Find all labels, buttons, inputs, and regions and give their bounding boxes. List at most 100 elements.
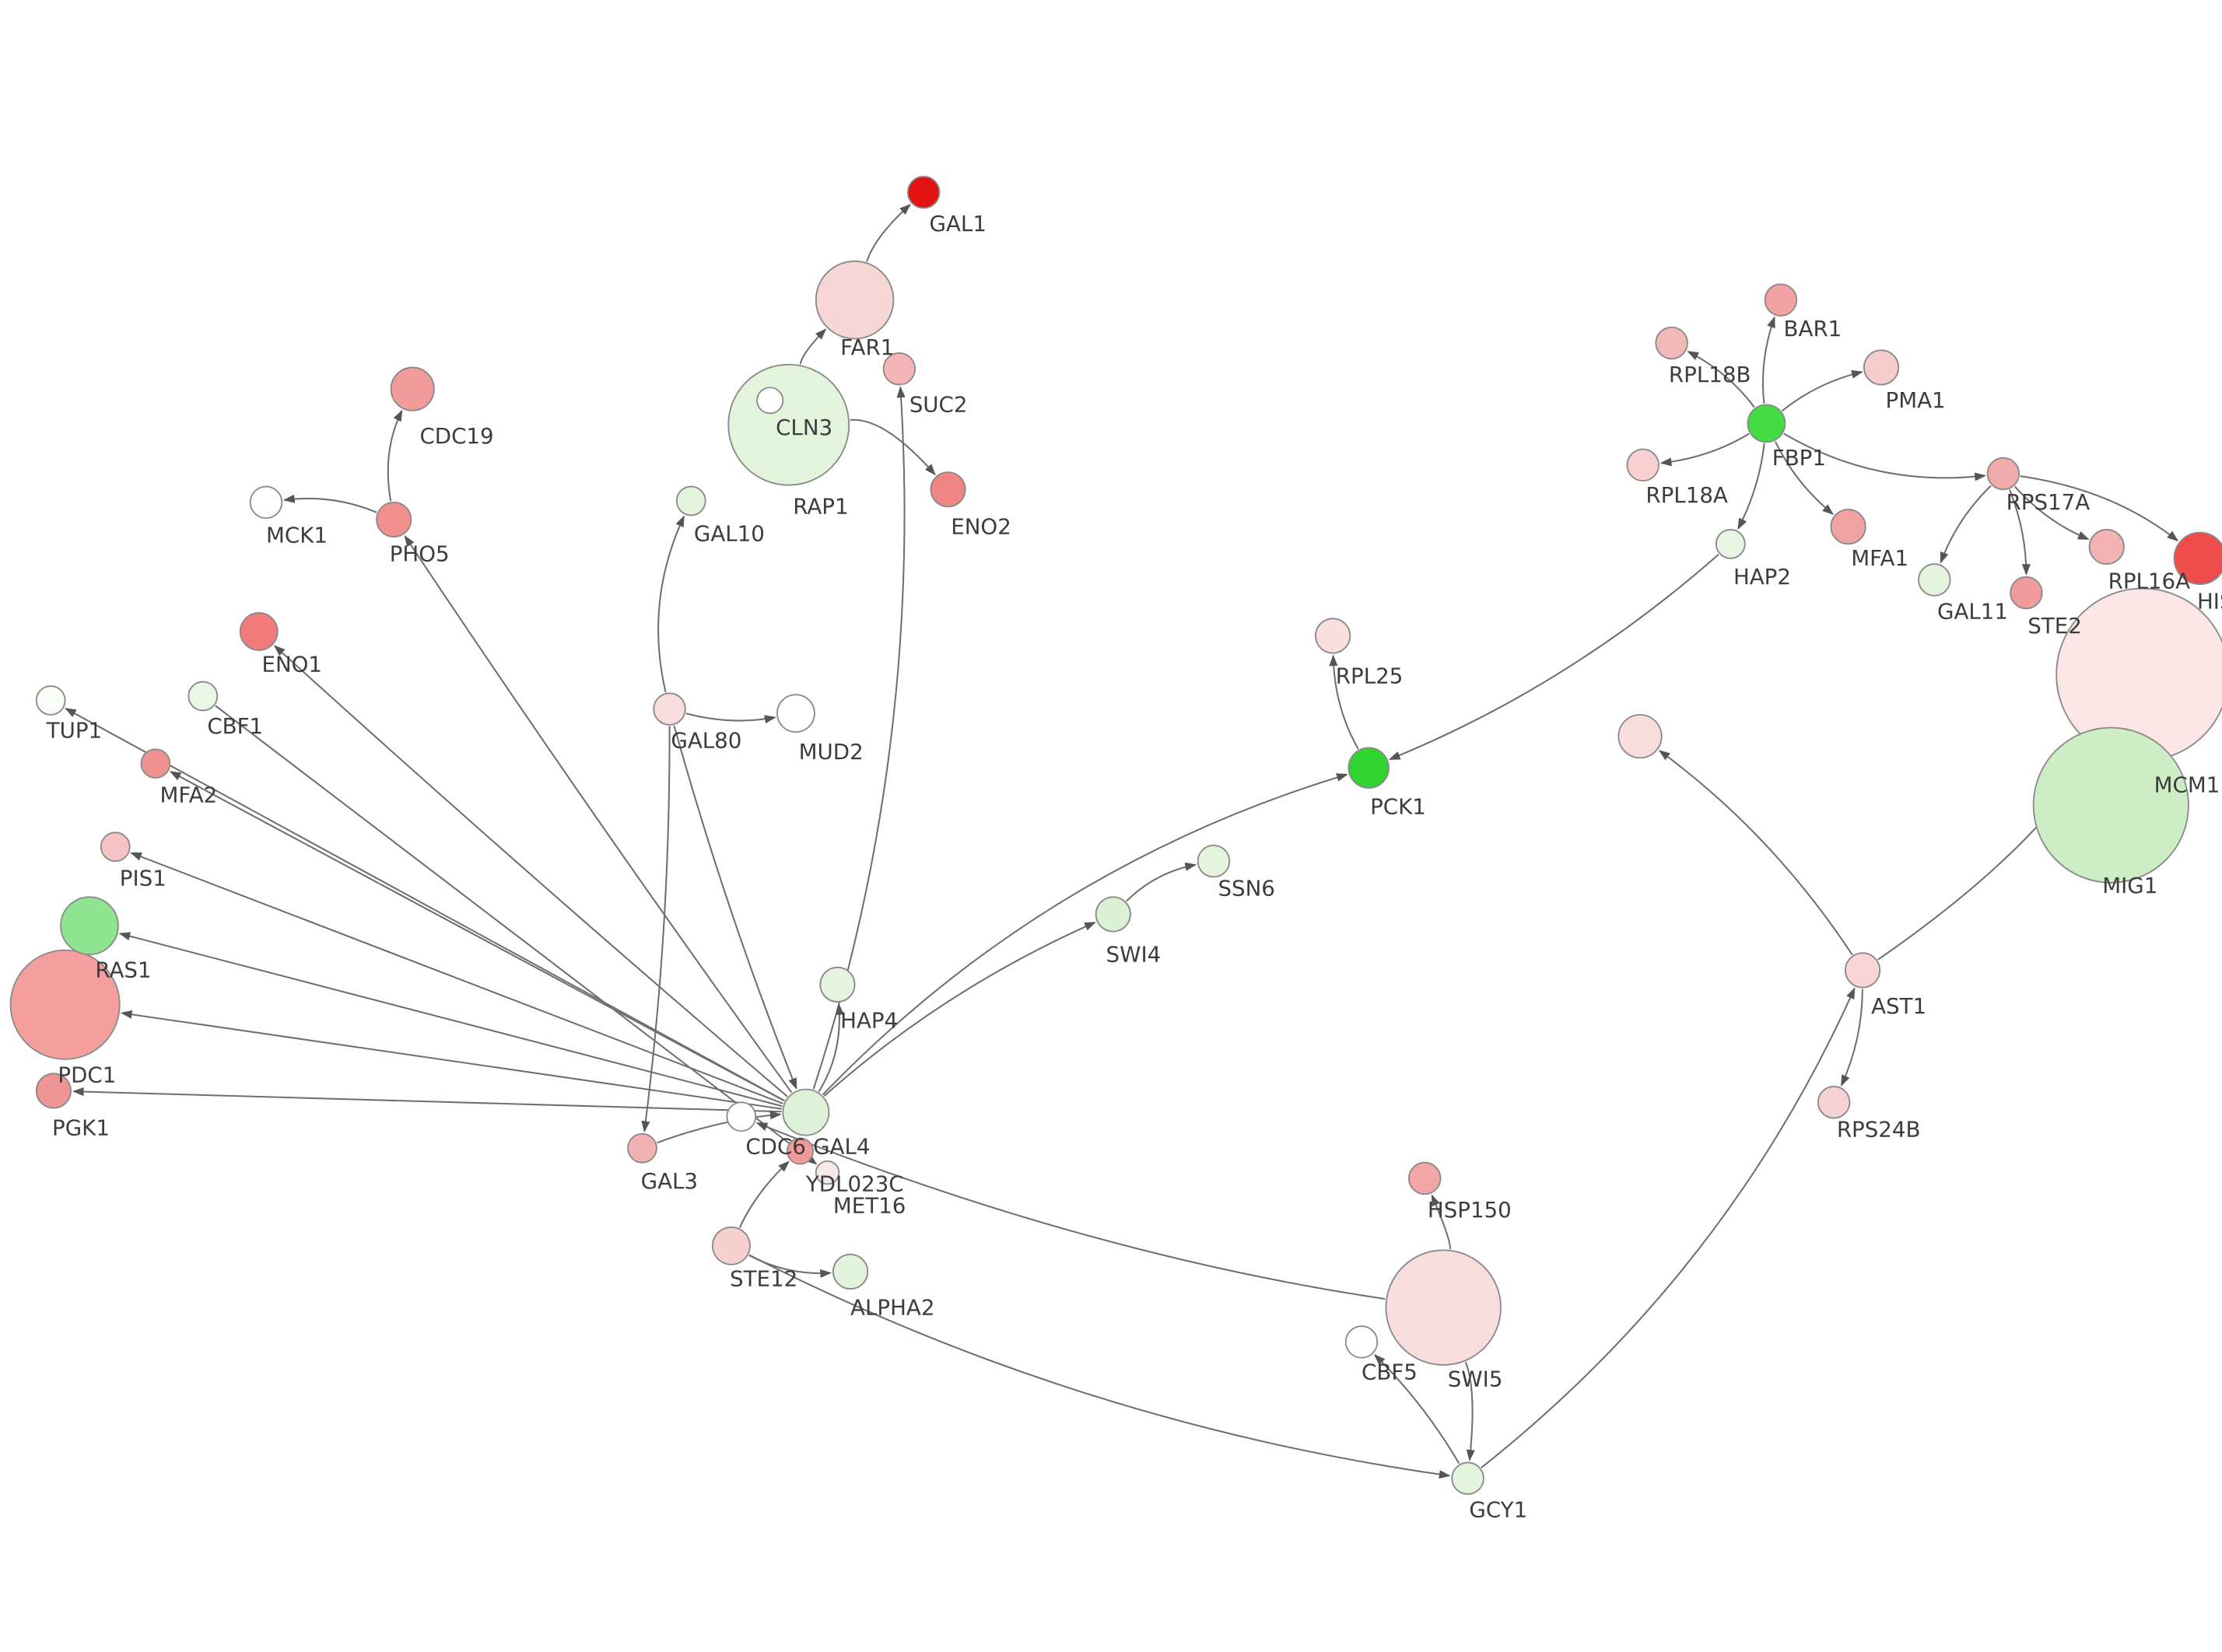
edge-FBP1-PMA1[interactable] xyxy=(1781,369,1863,412)
node-FBP1[interactable] xyxy=(1747,404,1786,443)
edge-RPS17A-STE2[interactable] xyxy=(2009,489,2031,576)
node-RPL16A[interactable] xyxy=(2088,529,2125,565)
edge-GCY1-AST1[interactable] xyxy=(1481,987,1856,1468)
node-HSP150[interactable] xyxy=(1407,1161,1442,1195)
node-CLN3[interactable] xyxy=(756,387,784,415)
edge-PHO5-CDC19[interactable] xyxy=(387,409,403,502)
node-PCK1[interactable] xyxy=(1348,747,1390,789)
node-MCK1[interactable] xyxy=(249,485,283,520)
edge-SWI5-HSP150[interactable] xyxy=(1431,1194,1451,1250)
node-ALPHA2[interactable] xyxy=(832,1253,869,1290)
node-ENO1[interactable] xyxy=(239,612,279,651)
node-RPL18A[interactable] xyxy=(1626,448,1659,482)
node-label-GAL4: GAL4 xyxy=(813,1134,870,1160)
node-MET16[interactable] xyxy=(815,1160,840,1185)
node-MIG1[interactable] xyxy=(2032,726,2189,884)
node-MUD2[interactable] xyxy=(776,694,815,733)
edge-GAL80-GAL10[interactable] xyxy=(657,515,685,693)
node-TUP1[interactable] xyxy=(35,685,66,716)
edge-RPS17A-RPL16A[interactable] xyxy=(2013,485,2090,541)
node-SWI4[interactable] xyxy=(1095,896,1131,933)
node-GAL10[interactable] xyxy=(675,485,706,516)
edge-GAL4-PHO5[interactable] xyxy=(404,535,793,1094)
edge-CBF1-MET16[interactable] xyxy=(215,705,818,1165)
edge-RAP1-FAR1[interactable] xyxy=(799,328,827,365)
edge-GAL4-RAS1[interactable] xyxy=(118,932,783,1108)
node-CDC6[interactable] xyxy=(726,1101,757,1132)
edge-GAL4-PGK1[interactable] xyxy=(72,1087,782,1113)
edge-GAL4-PCK1[interactable] xyxy=(822,773,1348,1096)
edge-FBP1-RPL18A[interactable] xyxy=(1659,432,1750,467)
node-GAL1[interactable] xyxy=(906,176,941,209)
edge-FAR1-GAL1[interactable] xyxy=(866,204,911,262)
node-RAS1[interactable] xyxy=(60,896,119,956)
edge-STE12-YDL023C[interactable] xyxy=(738,1160,790,1228)
node-MFA2[interactable] xyxy=(140,748,171,779)
node-PHO5[interactable] xyxy=(376,501,412,538)
node-GCY1[interactable] xyxy=(1451,1461,1484,1495)
node-RPL25[interactable] xyxy=(1315,618,1351,654)
node-RPS17A[interactable] xyxy=(1986,457,2020,491)
node-RPL18B[interactable] xyxy=(1655,326,1688,360)
edge-HAP2-PCK1[interactable] xyxy=(1388,554,1719,761)
edge-SWI5-GCY1[interactable] xyxy=(1464,1361,1475,1461)
node-SUC2[interactable] xyxy=(882,352,916,386)
node-label-PGK1: PGK1 xyxy=(52,1115,110,1141)
node-label-RPS17A: RPS17A xyxy=(2006,489,2091,515)
node-FAR1[interactable] xyxy=(815,260,895,340)
edge-GAL4-PDC1[interactable] xyxy=(120,1010,783,1110)
edge-FBP1-BAR1[interactable] xyxy=(1762,316,1775,404)
edge-GCY1-CBF5[interactable] xyxy=(1373,1353,1460,1465)
edge-PCK1-RPL25[interactable] xyxy=(1329,654,1359,750)
edge-GAL4-TUP1[interactable] xyxy=(64,708,785,1102)
edge-AST1-RPS24B[interactable] xyxy=(1840,989,1863,1087)
edge-PHO5-MCK1[interactable] xyxy=(282,494,377,513)
edge-GAL80-MUD2[interactable] xyxy=(685,712,776,724)
node-GAL80[interactable] xyxy=(653,692,686,726)
node-PIS1[interactable] xyxy=(100,831,131,863)
node-PDC1[interactable] xyxy=(9,949,121,1060)
node-CBF5[interactable] xyxy=(1344,1325,1379,1359)
edge-AST1-UNLABELED[interactable] xyxy=(1658,750,1853,956)
node-HAP2[interactable] xyxy=(1715,529,1746,559)
node-GAL11[interactable] xyxy=(1918,563,1951,597)
node-GAL3[interactable] xyxy=(627,1132,657,1164)
node-PMA1[interactable] xyxy=(1863,349,1900,386)
edge-GAL4-PIS1[interactable] xyxy=(130,852,783,1104)
node-HAP4[interactable] xyxy=(819,966,856,1003)
node-CBF1[interactable] xyxy=(188,681,219,712)
node-STE2[interactable] xyxy=(2010,576,2043,610)
node-AST1[interactable] xyxy=(1844,952,1881,989)
edge-FBP1-HAP2[interactable] xyxy=(1737,443,1765,530)
node-BAR1[interactable] xyxy=(1764,283,1798,317)
edge-RPS17A-GAL11[interactable] xyxy=(1940,485,1992,564)
edge-STE12-GCY1[interactable] xyxy=(748,1254,1451,1479)
node-MFA1[interactable] xyxy=(1830,509,1866,545)
edge-GAL4-SWI4[interactable] xyxy=(823,922,1096,1097)
edge-SWI5-CDC6[interactable] xyxy=(755,1122,1386,1300)
edge-SWI4-SSN6[interactable] xyxy=(1126,862,1197,902)
node-ENO2[interactable] xyxy=(930,471,966,508)
node-YDL023C[interactable] xyxy=(786,1137,815,1165)
edge-GAL4-HAP4[interactable] xyxy=(818,1003,844,1093)
edge-GAL80-GAL3[interactable] xyxy=(641,726,671,1133)
edge-GAL80-GAL4[interactable] xyxy=(673,725,797,1090)
node-PGK1[interactable] xyxy=(35,1073,72,1109)
edge-RAP1-ENO2[interactable] xyxy=(850,418,936,476)
edge-GAL3-GAL4[interactable] xyxy=(657,1111,782,1144)
node-SSN6[interactable] xyxy=(1197,844,1231,878)
edge-GAL4-ENO1[interactable] xyxy=(273,645,788,1097)
node-GAL4[interactable] xyxy=(782,1088,830,1136)
edge-GAL4-MFA2[interactable] xyxy=(169,771,785,1102)
edge-FBP1-RPS17A[interactable] xyxy=(1783,432,1986,481)
node-SWI5[interactable] xyxy=(1385,1249,1502,1366)
node-RPS24B[interactable] xyxy=(1817,1086,1851,1119)
node-CDC19[interactable] xyxy=(390,366,435,411)
edge-FBP1-MFA1[interactable] xyxy=(1774,441,1835,515)
node-HIS4[interactable] xyxy=(2173,531,2222,585)
node-STE12[interactable] xyxy=(711,1226,751,1265)
edge-RPS17A-HIS4[interactable] xyxy=(2020,475,2179,542)
edge-FBP1-RPL18B[interactable] xyxy=(1687,351,1755,408)
node-UNLABELED[interactable] xyxy=(1617,714,1663,759)
